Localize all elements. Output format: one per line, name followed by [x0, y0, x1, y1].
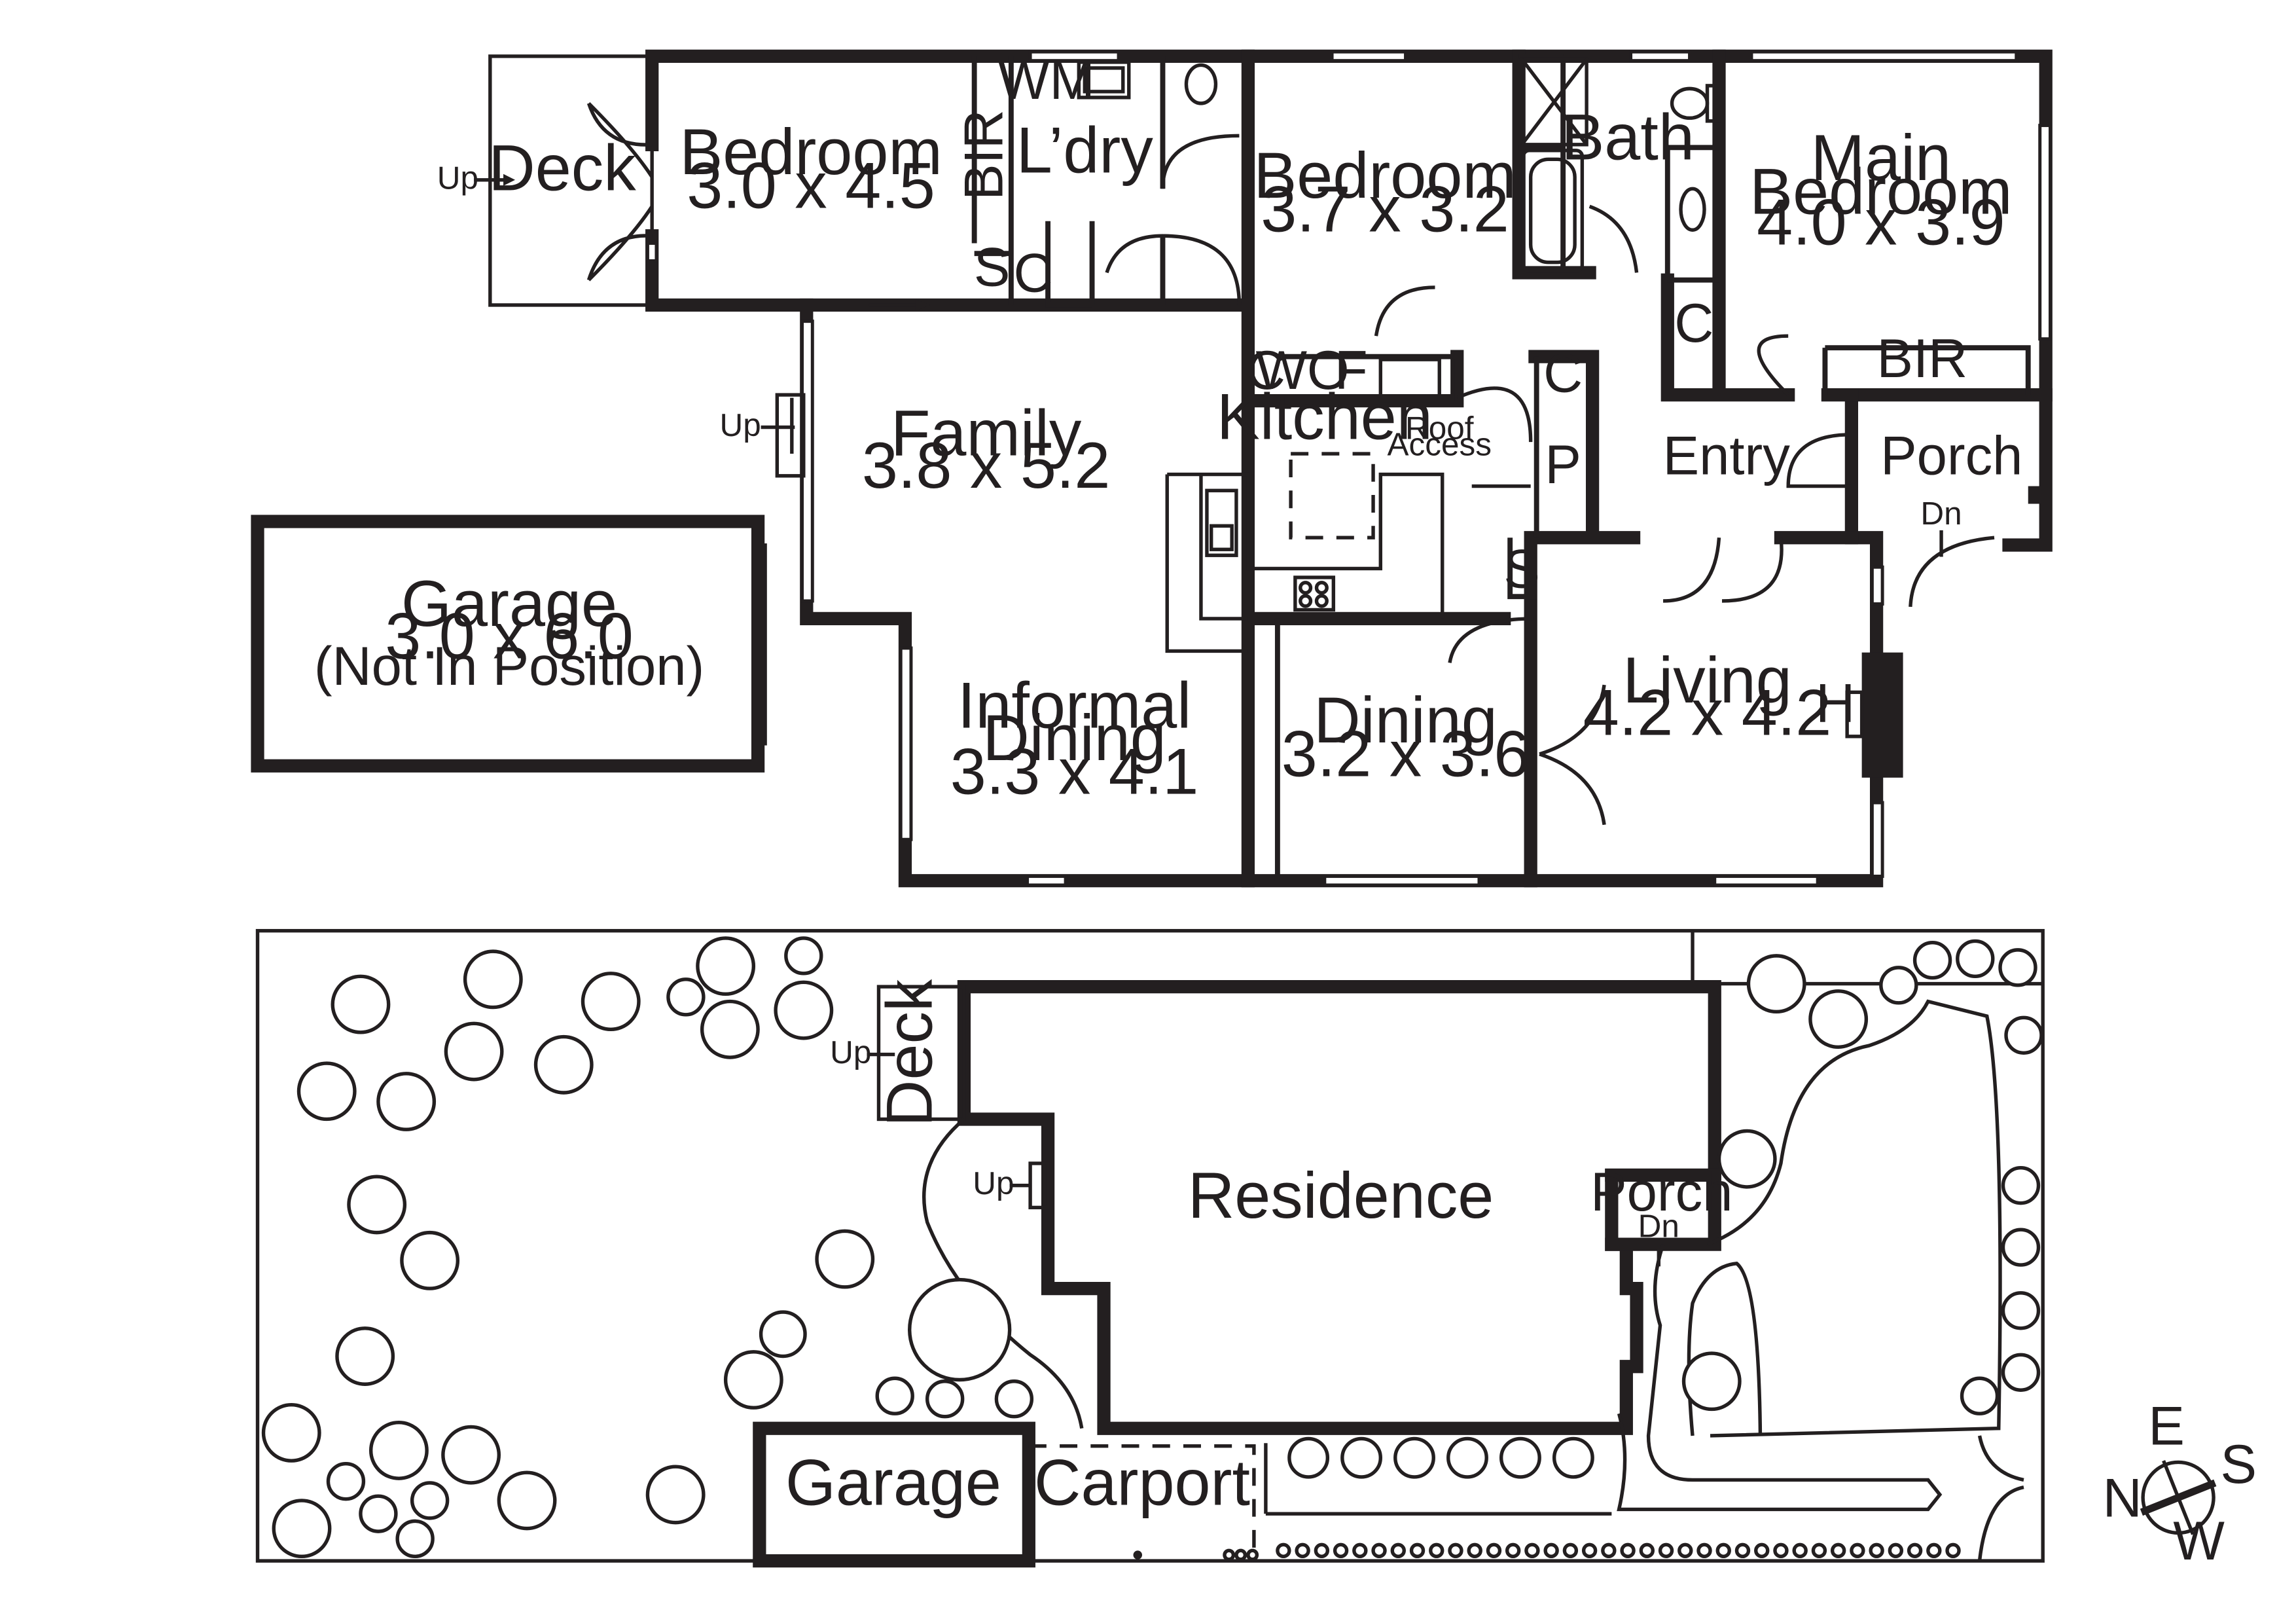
site-garage	[753, 1421, 1035, 1568]
bir-main-label: BIR	[1876, 328, 1967, 389]
family-up-arrow	[761, 397, 795, 454]
entry-name: Entry	[1663, 426, 1791, 486]
bathtub-inner	[1528, 157, 1577, 264]
deck-up-arrowhead	[503, 173, 516, 186]
site-side-up: Up	[973, 1165, 1014, 1201]
roof-access-label-2: Access	[1388, 426, 1492, 462]
hedge-row	[1133, 1542, 1961, 1561]
informal-dining-name2: Dining	[982, 701, 1166, 774]
carport-label: Carport	[1034, 1446, 1250, 1519]
site-boundary	[255, 928, 2045, 1563]
main-bedroom-name2: Bedroom	[1749, 155, 2012, 228]
dining-name: Dining	[1314, 684, 1497, 756]
interior-lines	[971, 53, 2031, 881]
site-deck-up: Up	[830, 1034, 871, 1070]
h-label: H	[1816, 672, 1855, 733]
wm-label: WM	[998, 50, 1095, 111]
family-up-label: Up	[719, 407, 761, 443]
bathtub	[1521, 149, 1585, 273]
garage-floorplan	[251, 515, 765, 773]
site-plan: Deck Up Up Residence Porch Dn Garage Car…	[255, 928, 2045, 1568]
porch-dn: Dn	[1920, 496, 1962, 532]
informal-dining-dims: 3.3 x 4.1	[950, 735, 1199, 808]
sink	[1205, 488, 1238, 557]
hall-arrowhead	[915, 299, 931, 311]
garage-note: (Not In Position)	[314, 636, 704, 697]
bath-name: Bath	[1561, 100, 1695, 173]
porch-name: Porch	[1880, 426, 2022, 486]
roof-access-label-1: Roof	[1405, 410, 1474, 447]
deck-name: Deck	[488, 132, 636, 204]
site-garage-label: Garage	[785, 1446, 1001, 1519]
compass: E S N W	[2103, 1395, 2257, 1571]
c-kitchen-label: C	[1246, 340, 1285, 401]
deck-up: Up	[437, 160, 478, 196]
family-steps	[775, 393, 806, 478]
porch-wall	[2002, 388, 2053, 552]
toilet-laundry	[1184, 63, 1218, 105]
wo-label: WO	[1255, 340, 1349, 401]
basin	[1679, 187, 1706, 232]
carport-outline	[1028, 1444, 1256, 1554]
s-hall-label: S	[1503, 539, 1540, 600]
bedroom-left-dims: 3.0 x 4.5	[687, 149, 935, 222]
floor-plan: Bedroom 3.0 x 4.5 Bedroom 3.7 x 3.2 Main…	[251, 49, 2053, 888]
site-porch-label: Porch	[1590, 1161, 1732, 1222]
shower	[1520, 57, 1588, 147]
main-bedroom-dims: 4.0 x 3.9	[1757, 186, 2005, 259]
kitchen-name: Kitchen	[1217, 380, 1433, 453]
f-label: F	[1335, 340, 1368, 401]
laundry-name: L’dry	[1016, 114, 1154, 187]
residence-label: Residence	[1188, 1159, 1494, 1231]
burner	[1314, 594, 1329, 608]
living-dims: 4.2 x 4.2	[1583, 676, 1832, 749]
c-bath-label: C	[1674, 293, 1713, 354]
shower-cross	[1520, 58, 1588, 146]
laundry-tub-inner	[1083, 66, 1125, 94]
family-name: Family	[891, 396, 1082, 469]
c-laundry-label: C	[1014, 243, 1053, 304]
compass-e: E	[2148, 1395, 2185, 1456]
c-pantry-label: C	[1543, 343, 1583, 404]
bedroom-left-name: Bedroom	[679, 115, 942, 188]
compass-w: W	[2173, 1510, 2225, 1571]
site-deck-label: Deck	[872, 979, 945, 1127]
fixture-labels: BIR WM S C C WO F C P S C BIR H Roof Acc…	[719, 50, 1967, 733]
hearth	[1845, 690, 1864, 739]
kitchen-bench	[1165, 472, 1444, 653]
dining-dims: 3.2 x 3.6	[1282, 718, 1530, 790]
informal-dining-name1: Informal	[958, 668, 1191, 741]
burner	[1314, 581, 1329, 595]
kitchen-island	[1289, 452, 1375, 539]
p-label: P	[1545, 434, 1581, 495]
s-laundry-label: S	[974, 237, 1011, 298]
sink-bowl	[1209, 524, 1234, 551]
room-labels: Bedroom 3.0 x 4.5 Bedroom 3.7 x 3.2 Main…	[314, 100, 2023, 807]
main-bedroom-name1: Main	[1811, 121, 1951, 194]
living-name: Living	[1623, 644, 1792, 716]
garage-dims: 3.0 x 6.0	[385, 600, 634, 672]
site-porch-dn: Dn	[1638, 1208, 1679, 1244]
burner	[1299, 594, 1313, 608]
bedroom-mid-dims: 3.7 x 3.2	[1261, 173, 1509, 246]
cooktop	[1293, 575, 1336, 612]
bedroom-mid-name: Bedroom	[1253, 139, 1516, 211]
toilet-cistern	[1705, 84, 1721, 123]
burner	[1299, 581, 1313, 595]
bir-left-label: BIR	[953, 109, 1014, 200]
compass-ring	[2141, 1460, 2215, 1535]
compass-needle	[2140, 1479, 2217, 1516]
porch-post	[2028, 486, 2041, 504]
family-dims: 3.8 x 5.2	[862, 429, 1111, 501]
kitchen-f	[1378, 357, 1441, 403]
compass-s: S	[2221, 1434, 2257, 1495]
compass-n: N	[2103, 1468, 2142, 1529]
fireplace	[1861, 652, 1903, 778]
garage-name: Garage	[401, 567, 617, 640]
trees	[261, 936, 2043, 1559]
door-swings	[586, 101, 1995, 826]
